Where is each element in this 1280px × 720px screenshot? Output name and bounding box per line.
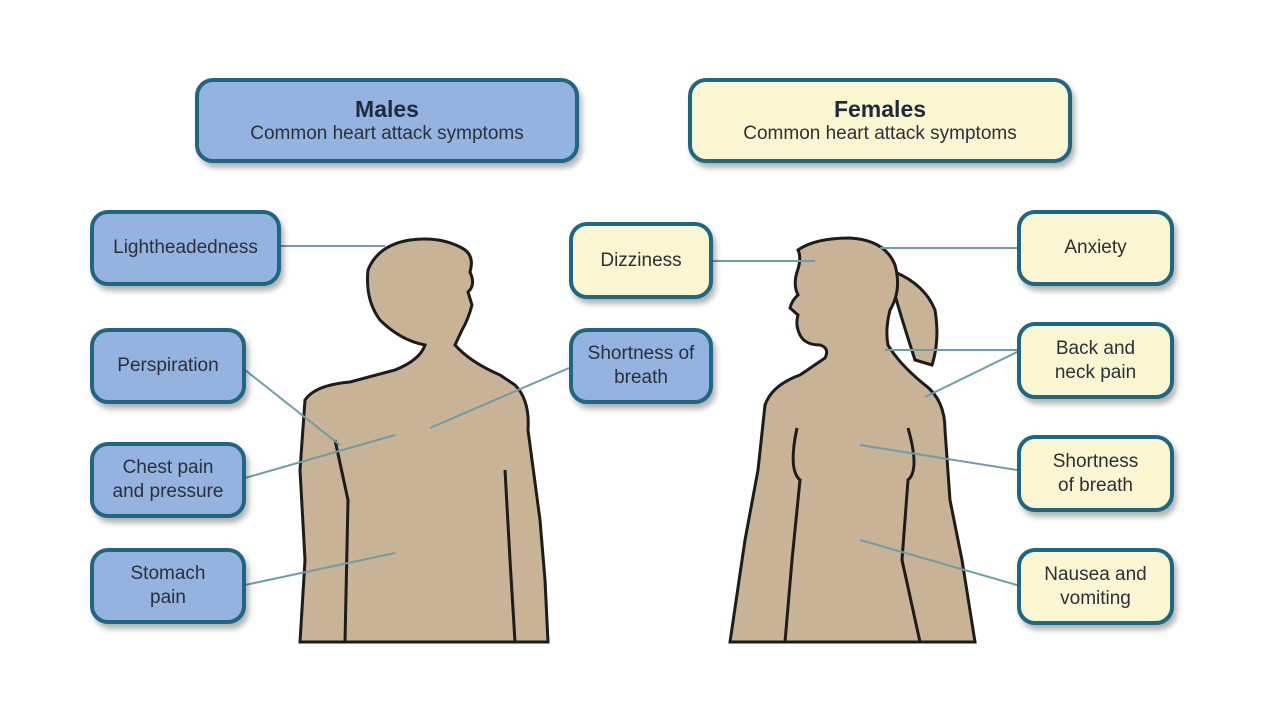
leader-line-male-shortness: [429, 367, 570, 429]
leader-lines: [244, 245, 1018, 586]
males-title: Males: [355, 95, 419, 122]
females-subtitle: Common heart attack symptoms: [743, 122, 1017, 144]
symptom-dizziness: Dizziness: [569, 222, 713, 299]
female-ponytail: [893, 269, 939, 367]
male-silhouette: [298, 237, 550, 644]
females-header: Females Common heart attack symptoms: [688, 78, 1072, 163]
males-subtitle: Common heart attack symptoms: [250, 122, 524, 144]
symptom-stomach-pain: Stomach pain: [90, 548, 246, 624]
leader-line-female-shortness: [859, 444, 1018, 471]
symptom-lightheadedness: Lightheadedness: [90, 210, 281, 286]
leader-line-perspiration: [244, 369, 341, 446]
leader-line-back: [924, 351, 1018, 398]
female-silhouette: [728, 236, 977, 644]
females-title: Females: [833, 95, 927, 122]
male-arm-line: [333, 439, 350, 643]
male-arm-line: [503, 469, 517, 643]
symptom-nausea-vomiting: Nausea and vomiting: [1017, 548, 1174, 625]
symptom-male-shortness-of-breath: Shortness of breath: [569, 328, 713, 404]
symptom-female-shortness-of-breath: Shortness of breath: [1017, 435, 1174, 512]
female-body-line: [900, 427, 922, 643]
female-body-line: [783, 427, 802, 643]
symptom-anxiety: Anxiety: [1017, 210, 1174, 286]
leader-line-stomach-pain: [244, 552, 396, 586]
symptom-chest-pain: Chest pain and pressure: [90, 442, 246, 518]
symptom-back-neck-pain: Back and neck pain: [1017, 322, 1174, 399]
symptom-perspiration: Perspiration: [90, 328, 246, 404]
males-header: Males Common heart attack symptoms: [195, 78, 579, 163]
leader-line-chest-pain: [244, 434, 396, 479]
leader-line-nausea: [859, 539, 1018, 586]
